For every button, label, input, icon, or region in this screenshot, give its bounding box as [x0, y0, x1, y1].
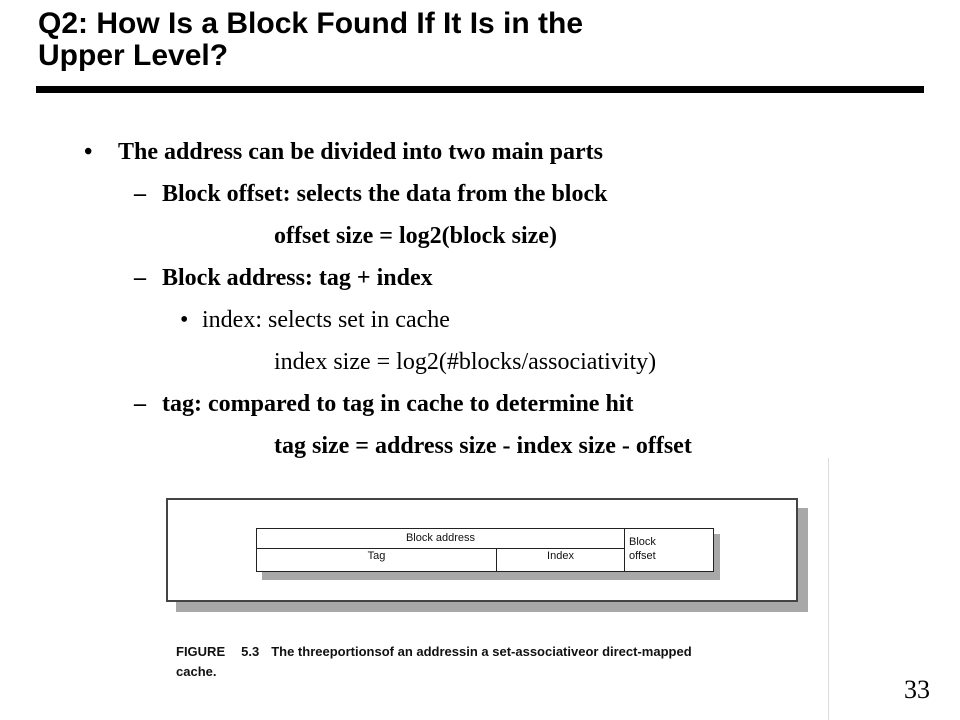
sub-index: index: selects set in cache — [202, 307, 450, 333]
tag-field: Tag — [257, 549, 497, 571]
caption-label: FIGURE — [176, 644, 226, 659]
tag-size-formula: tag size = address size - index size - o… — [274, 433, 692, 459]
bullet-icon: • — [180, 307, 189, 333]
title-line-2: Upper Level? — [38, 39, 229, 72]
block-offset-label-1: Block — [629, 536, 656, 548]
block-offset-label-2: offset — [629, 550, 656, 562]
block-offset-field: Block offset — [625, 535, 713, 571]
title-divider — [36, 86, 924, 93]
sub-block-offset: Block offset: selects the data from the … — [162, 181, 608, 207]
caption-text-2: cache. — [176, 664, 217, 679]
slide-title: Q2: How Is a Block Found If It Is in the… — [38, 8, 918, 72]
bullet-icon: • — [84, 139, 93, 165]
dash-icon: – — [134, 391, 146, 417]
sub-tag: tag: compared to tag in cache to determi… — [162, 391, 634, 417]
dash-icon: – — [134, 181, 146, 207]
title-line-1: Q2: How Is a Block Found If It Is in the — [38, 7, 584, 40]
caption-text-1: The threeportionsof an addressin a set-a… — [271, 644, 692, 659]
dash-icon: – — [134, 265, 146, 291]
figure-caption: FIGURE 5.3 The threeportionsof an addressi… — [176, 642, 826, 682]
offset-size-formula: offset size = log2(block size) — [274, 223, 557, 249]
address-diagram: Block address Tag Index Block offset — [256, 528, 714, 572]
index-field: Index — [497, 549, 625, 571]
block-address-field: Block address — [257, 529, 625, 549]
index-size-formula: index size = log2(#blocks/associativity) — [274, 349, 657, 375]
bullet-address-parts: The address can be divided into two main… — [118, 139, 603, 165]
caption-number: 5.3 — [241, 644, 260, 659]
page-number: 33 — [904, 675, 930, 704]
sub-block-address: Block address: tag + index — [162, 265, 433, 291]
